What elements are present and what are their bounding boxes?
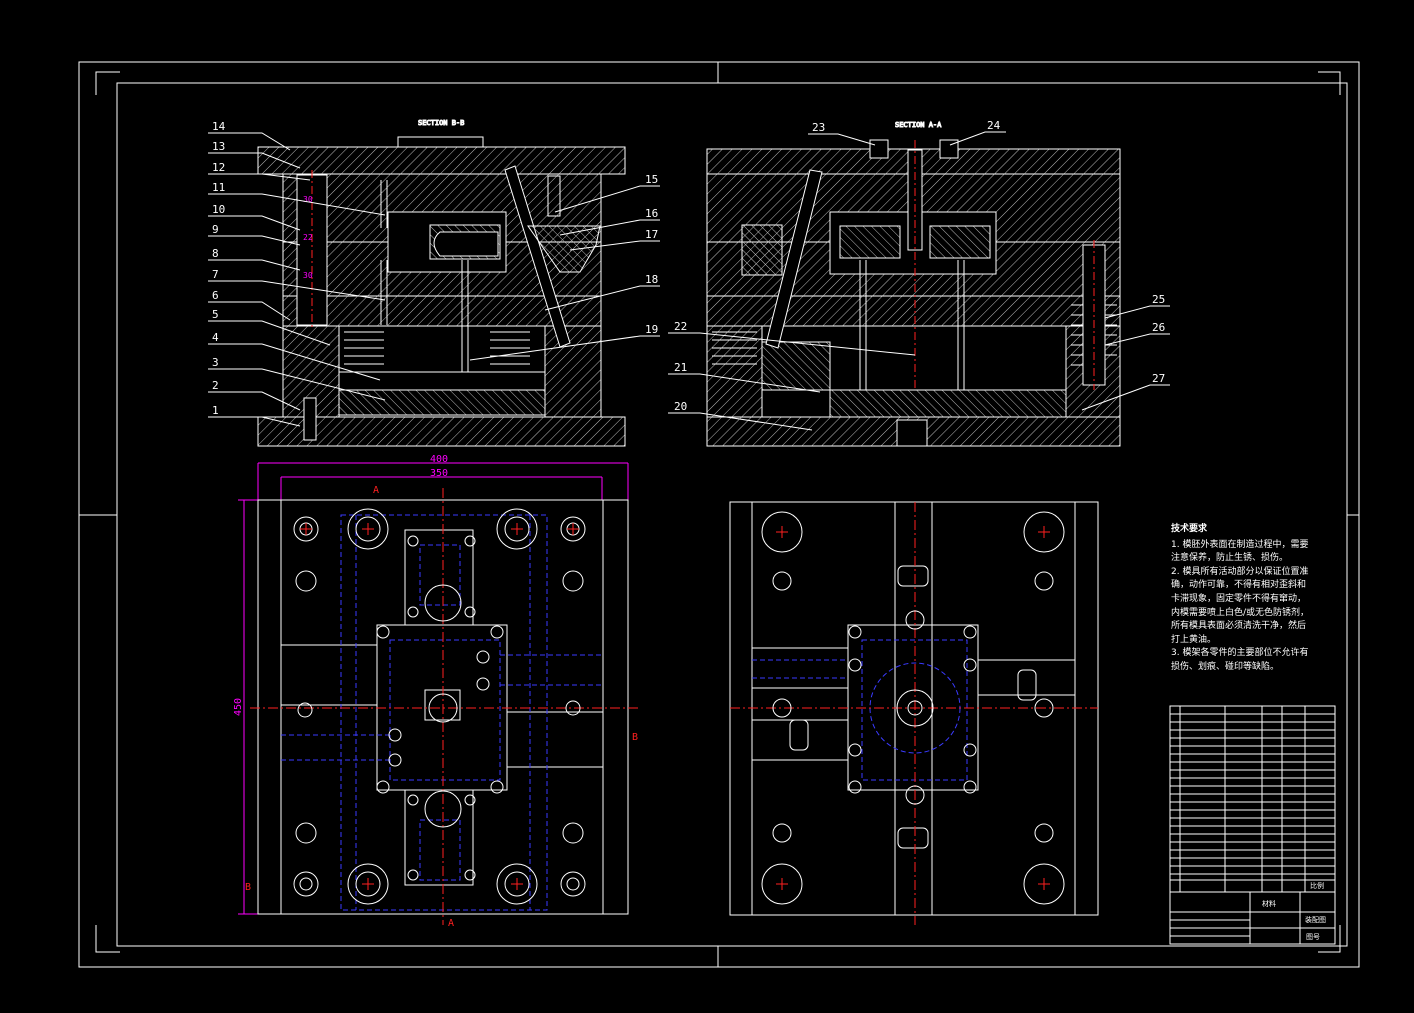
sheet-label: 图号	[1306, 933, 1320, 941]
part-label: 2	[212, 379, 219, 392]
title-block	[1169, 705, 1336, 945]
part-label: 15	[645, 173, 658, 186]
part-labels-bb-right: 15 16 17 18 19	[469, 173, 660, 361]
part-label: 22	[674, 320, 687, 333]
section-mark-b-right: B	[632, 732, 638, 743]
technical-requirements: 技术要求 1. 模胚外表面在制造过程中，需要注意保养，防止生锈、损伤。 2. 模…	[1171, 523, 1311, 675]
part-labels-aa: 23 24 25 26 27 22 21 20	[668, 119, 1170, 431]
note-item: 1. 模胚外表面在制造过程中，需要注意保养，防止生锈、损伤。	[1171, 539, 1309, 564]
material-label: 材料	[1262, 899, 1276, 908]
section-mark-a-bottom: A	[448, 918, 454, 929]
part-label: 12	[212, 161, 225, 174]
section-mark-a-top: A	[373, 485, 379, 496]
plan-view-fixed-half: 400 350 450	[233, 454, 640, 929]
part-label: 8	[212, 247, 219, 260]
section-aa-title: SECTION A-A	[895, 121, 942, 129]
parts-list-rows	[1170, 706, 1335, 893]
part-label: 13	[212, 140, 225, 153]
part-label: 5	[212, 308, 219, 321]
part-label: 16	[645, 207, 658, 220]
dim-thk-b: 22	[303, 233, 313, 242]
plan-view-moving-half	[729, 501, 1099, 925]
notes-heading: 技术要求	[1171, 524, 1208, 534]
part-label: 19	[645, 323, 658, 336]
part-label: 26	[1152, 321, 1165, 334]
dim-thk-a: 30	[303, 195, 313, 204]
part-label: 9	[212, 223, 219, 236]
part-label: 14	[212, 120, 226, 133]
section-mark-b-left: B	[245, 882, 251, 893]
part-label: 6	[212, 289, 219, 302]
part-label: 27	[1152, 372, 1165, 385]
section-aa-view: SECTION A-A	[706, 121, 1121, 447]
dim-350: 350	[430, 468, 448, 479]
dim-thk-c: 30	[303, 271, 313, 280]
title-block-text: 材料 比例 装配图 图号	[1262, 881, 1326, 941]
part-label: 24	[987, 119, 1001, 132]
part-label: 1	[212, 404, 219, 417]
part-label: 11	[212, 181, 225, 194]
part-label: 3	[212, 356, 219, 369]
dim-450: 450	[233, 698, 244, 716]
drawing-name: 装配图	[1305, 915, 1326, 924]
part-label: 25	[1152, 293, 1165, 306]
part-label: 7	[212, 268, 219, 281]
part-label: 10	[212, 203, 225, 216]
scale-label: 比例	[1310, 881, 1324, 890]
thickness-dims: 30 22 30	[303, 195, 313, 280]
part-label: 17	[645, 228, 658, 241]
sheet-frame	[78, 61, 1360, 968]
part-label: 4	[212, 331, 219, 344]
part-label: 18	[645, 273, 658, 286]
note-item: 2. 模具所有活动部分以保证位置准确，动作可靠，不得有相对歪斜和卡滞现象，固定零…	[1171, 566, 1310, 645]
part-label: 21	[674, 361, 687, 374]
note-item: 3. 模架各零件的主要部位不允许有损伤、划痕、碰印等缺陷。	[1171, 648, 1309, 672]
part-label: 23	[812, 121, 825, 134]
part-labels-left: 14 13 12 11 10 9 8 7 6 5 4 3 2 1	[208, 120, 386, 427]
section-bb-view: SECTION B-B	[257, 119, 626, 447]
section-bb-title: SECTION B-B	[418, 119, 464, 127]
part-label: 20	[674, 400, 687, 413]
dim-400: 400	[430, 454, 448, 465]
